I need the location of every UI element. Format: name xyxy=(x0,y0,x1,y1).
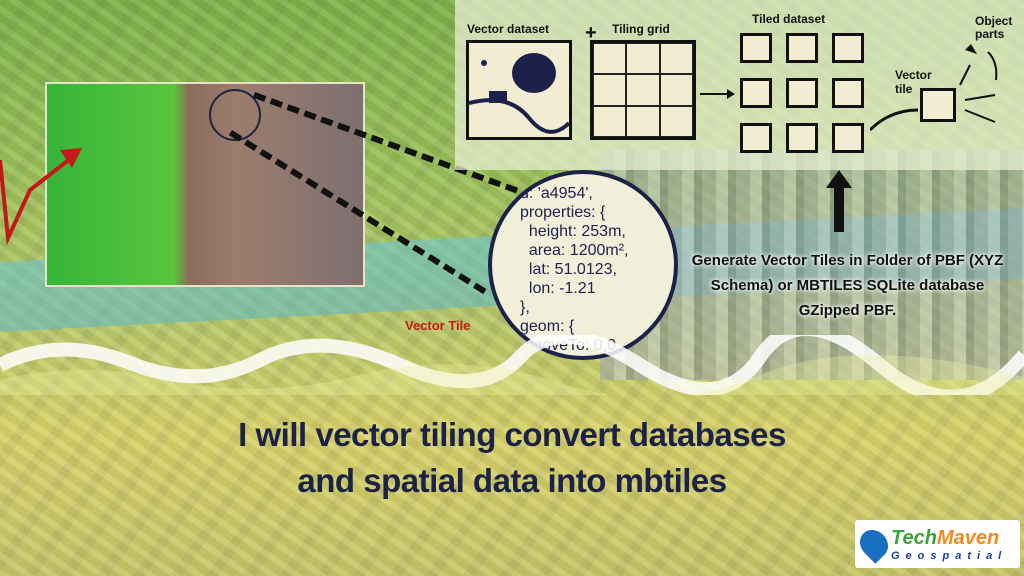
vector-tile-box xyxy=(920,88,956,122)
headline-line-2: and spatial data into mbtiles xyxy=(297,462,727,499)
vector-dataset-box xyxy=(466,40,572,140)
logo-maven: Maven xyxy=(936,526,1000,549)
vector-tile-diagram-label: Vector tile xyxy=(895,68,932,96)
up-arrow-stem xyxy=(834,186,844,232)
focus-circle xyxy=(209,89,261,141)
red-arrow-icon xyxy=(0,148,82,246)
tiling-grid-box xyxy=(590,40,696,140)
headline: I will vector tiling convert databases a… xyxy=(0,412,1024,504)
up-arrow-icon xyxy=(826,170,852,188)
tiling-grid-label: Tiling grid xyxy=(612,22,670,36)
tiled-dataset-label: Tiled dataset xyxy=(752,12,826,26)
right-arrow-icon xyxy=(700,89,735,99)
object-parts-label: Object parts xyxy=(975,14,1013,41)
vector-tile-label: Vector Tile xyxy=(405,318,471,333)
wave-divider xyxy=(0,335,1024,395)
map-inset xyxy=(45,82,365,287)
headline-line-1: I will vector tiling convert databases xyxy=(238,416,786,453)
output-formats-caption: Generate Vector Tiles in Folder of PBF (… xyxy=(691,252,1004,319)
location-pin-icon xyxy=(854,524,894,564)
feature-json-bubble: d: 'a4954', properties: { height: 253m, … xyxy=(488,170,678,360)
techmaven-logo: TechMaven Geospatial xyxy=(854,520,1020,568)
vector-dataset-label: Vector dataset xyxy=(467,22,550,36)
logo-geospatial: Geospatial xyxy=(891,549,1008,562)
plus-sign: + xyxy=(585,22,597,44)
logo-tech: Tech xyxy=(891,526,937,549)
object-parts-arrows-icon xyxy=(870,44,998,132)
